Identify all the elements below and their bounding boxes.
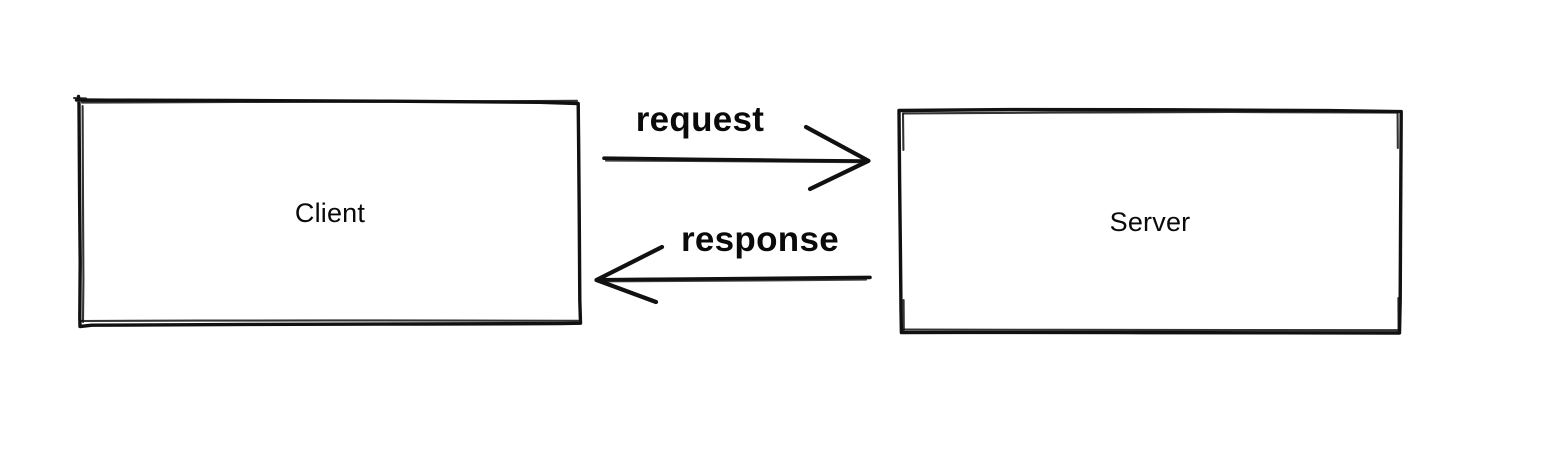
node-label-server: Server	[1110, 207, 1191, 237]
response-arrowhead-icon	[594, 244, 665, 305]
server-box-outline	[897, 107, 1403, 335]
edge-label-response: response	[681, 220, 839, 259]
edge-response[interactable]: response	[594, 220, 872, 305]
node-label-client: Client	[295, 198, 366, 228]
request-arrowhead-icon	[803, 124, 871, 192]
node-server[interactable]: Server	[897, 107, 1403, 335]
edge-label-request: request	[636, 100, 765, 139]
server-box-left-ghost	[901, 112, 905, 332]
response-arrow-shaft-ghost	[601, 278, 867, 283]
request-arrow-shaft	[602, 156, 869, 163]
node-client[interactable]: Client	[72, 94, 583, 329]
edge-request[interactable]: request	[602, 100, 871, 192]
client-box-top-ghost	[80, 99, 579, 104]
server-box-right-ghost	[1396, 112, 1400, 332]
server-box-bottom-ghost	[902, 328, 1399, 332]
client-box-left-ghost	[81, 104, 85, 324]
server-box-top-ghost	[901, 110, 1399, 115]
client-box-bottom-ghost	[79, 319, 580, 323]
response-arrow-shaft	[597, 275, 872, 282]
request-arrow-shaft-ghost	[605, 159, 865, 164]
